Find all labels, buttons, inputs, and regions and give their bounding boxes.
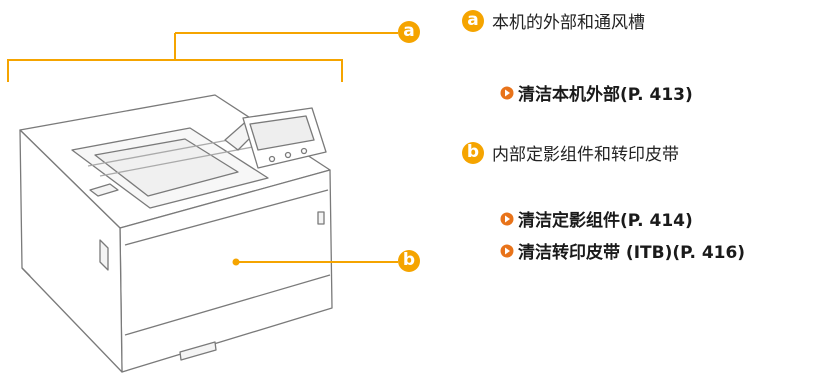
printer-illustration: a b	[7, 21, 420, 373]
legend-a: a 本机的外部和通风槽	[462, 8, 645, 33]
link-clean-exterior-text[interactable]: 清洁本机外部(P. 413)	[518, 85, 693, 105]
arrow-right-icon	[500, 212, 514, 225]
printer-body	[19, 94, 333, 373]
link-clean-exterior[interactable]: 清洁本机外部(P. 413)	[500, 80, 693, 105]
link-clean-transfer-belt[interactable]: 清洁转印皮带 (ITB)(P. 416)	[500, 238, 745, 263]
legend-b: b 内部定影组件和转印皮带	[462, 140, 679, 165]
link-clean-fixing-assembly-text[interactable]: 清洁定影组件(P. 414)	[518, 211, 693, 231]
legend-b-badge: b	[462, 141, 484, 164]
legend-b-label: 内部定影组件和转印皮带	[492, 145, 679, 165]
callout-a-bracket	[7, 59, 343, 82]
legend-a-label: 本机的外部和通风槽	[492, 13, 645, 33]
link-clean-fixing-assembly[interactable]: 清洁定影组件(P. 414)	[500, 206, 693, 231]
legend-a-badge: a	[462, 9, 484, 32]
printer-drawing	[7, 32, 398, 373]
arrow-right-icon	[500, 86, 514, 99]
callout-b-badge: b	[398, 250, 420, 272]
callout-a-badge: a	[398, 21, 420, 43]
arrow-right-icon	[500, 244, 514, 257]
link-clean-transfer-belt-text[interactable]: 清洁转印皮带 (ITB)(P. 416)	[518, 243, 746, 263]
